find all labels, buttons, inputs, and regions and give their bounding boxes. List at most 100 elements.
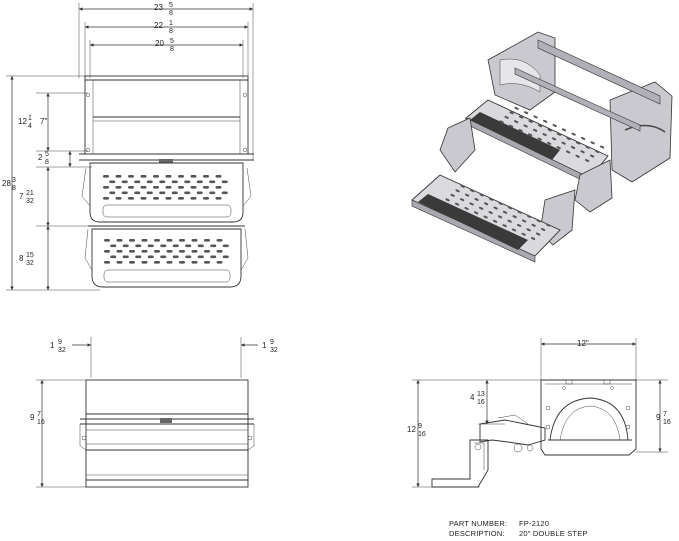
front-upper-step xyxy=(89,162,244,223)
iso-tread-slot xyxy=(497,215,503,219)
iso-tread-slot xyxy=(532,128,538,132)
tread-slot xyxy=(160,255,167,259)
tread-slot xyxy=(103,186,109,189)
tread-slot xyxy=(154,250,160,253)
tread-slot xyxy=(196,180,203,184)
tread-slot xyxy=(166,261,173,264)
tread-slot xyxy=(135,244,142,248)
tread-slot xyxy=(184,191,191,195)
iso-tread-slot xyxy=(526,228,531,232)
front-view: 23 5 8 22 1 8 20 5 8 28 3 8 12 1 4 7" 2 … xyxy=(2,2,254,291)
iso-tread-slot xyxy=(570,145,576,149)
isometric-view xyxy=(411,31,673,263)
tread-slot xyxy=(116,250,123,253)
tread-slot xyxy=(210,244,217,248)
iso-tread-slot xyxy=(518,115,524,119)
iso-upper-step xyxy=(465,99,609,179)
iso-tread-slot xyxy=(516,223,522,227)
tread-slot xyxy=(185,244,192,248)
svg-text:16: 16 xyxy=(37,419,45,426)
iso-tread-slot xyxy=(478,206,484,210)
tread-slot xyxy=(165,175,172,178)
upper-step-slots xyxy=(103,175,228,200)
iso-tread-slot xyxy=(556,132,562,136)
part-number-value: FP-2120 xyxy=(519,519,550,528)
tread-slot xyxy=(154,239,160,242)
part-number-line: PART NUMBER:FP-2120 xyxy=(449,519,549,528)
iso-tread-slot xyxy=(589,154,595,158)
iso-tread-slot xyxy=(488,211,493,215)
upper-inner-label: 7" xyxy=(40,117,47,126)
front-upper-frame xyxy=(84,75,249,155)
description-label: DESCRIPTION: xyxy=(449,529,505,538)
tread-slot xyxy=(109,191,116,195)
tread-slot xyxy=(204,239,210,242)
tread-slot xyxy=(165,197,172,200)
iso-tread-slot xyxy=(533,115,538,119)
step-rise-1-label: 7 xyxy=(19,192,24,201)
tread-slot xyxy=(135,255,142,259)
tread-slot xyxy=(203,175,209,178)
svg-text:21: 21 xyxy=(26,190,34,197)
svg-text:4: 4 xyxy=(28,123,32,130)
tread-slot xyxy=(172,255,179,259)
tread-slot xyxy=(179,261,185,264)
iso-tread-slot xyxy=(546,141,552,145)
iso-tread-slot xyxy=(514,106,519,110)
svg-text:16: 16 xyxy=(663,419,671,426)
tread-slot xyxy=(104,239,110,242)
tread-slot xyxy=(116,239,123,242)
side-bracket xyxy=(540,379,637,456)
iso-tread-slot xyxy=(584,159,590,163)
tread-slot xyxy=(141,239,148,242)
tread-slot xyxy=(178,197,184,200)
iso-tread-slot xyxy=(561,128,567,132)
tread-slot xyxy=(190,175,197,178)
tread-slot xyxy=(216,250,223,253)
tread-slot xyxy=(104,250,110,253)
iso-tread-slot xyxy=(528,119,533,123)
tread-slot xyxy=(153,175,159,178)
svg-text:9: 9 xyxy=(418,423,422,430)
iso-tread-slot xyxy=(531,223,536,227)
iso-tread-slot xyxy=(518,128,523,132)
tread-slot xyxy=(160,244,167,248)
tread-slot xyxy=(204,261,210,264)
iso-tread-slot xyxy=(523,124,528,128)
svg-text:32: 32 xyxy=(26,198,34,205)
iso-tread-slot xyxy=(523,111,529,115)
tread-slot xyxy=(110,244,117,248)
tread-slot xyxy=(196,191,203,195)
tread-slot xyxy=(153,197,159,200)
description-line: DESCRIPTION:20" DOUBLE STEP xyxy=(449,529,588,538)
iso-tread-slot xyxy=(580,150,585,154)
tread-slot xyxy=(103,197,109,200)
tread-slot xyxy=(140,175,147,178)
tread-slot xyxy=(146,180,153,184)
svg-text:9: 9 xyxy=(270,339,274,346)
tread-slot xyxy=(147,255,154,259)
iso-tread-slot xyxy=(536,219,541,223)
iso-tread-slot xyxy=(566,137,571,141)
svg-text:8: 8 xyxy=(169,10,173,17)
iso-tread-slot xyxy=(508,124,514,128)
side-linkage xyxy=(479,419,546,446)
iso-tread-slot xyxy=(537,124,543,128)
tread-slot xyxy=(210,255,217,259)
iso-tread-slot xyxy=(502,210,508,214)
iso-tread-slot xyxy=(590,141,595,145)
tread-slot xyxy=(221,191,228,195)
side-depth-label: 9 xyxy=(656,413,661,422)
tread-slot xyxy=(134,180,141,184)
iso-tread-slot xyxy=(502,224,507,228)
svg-text:15: 15 xyxy=(26,252,34,259)
iso-tread-slot xyxy=(521,232,526,236)
iso-tread-slot xyxy=(513,120,519,124)
svg-text:8: 8 xyxy=(45,159,49,166)
tread-slot xyxy=(121,180,128,184)
side-view: 12" 12 9 16 4 13 16 9 7 16 xyxy=(407,338,671,488)
top-view: 1 9 32 1 9 32 9 7 16 xyxy=(30,337,278,488)
iso-tread-slot xyxy=(512,215,517,219)
iso-tread-slot xyxy=(464,193,470,197)
iso-tread-slot xyxy=(459,198,465,202)
